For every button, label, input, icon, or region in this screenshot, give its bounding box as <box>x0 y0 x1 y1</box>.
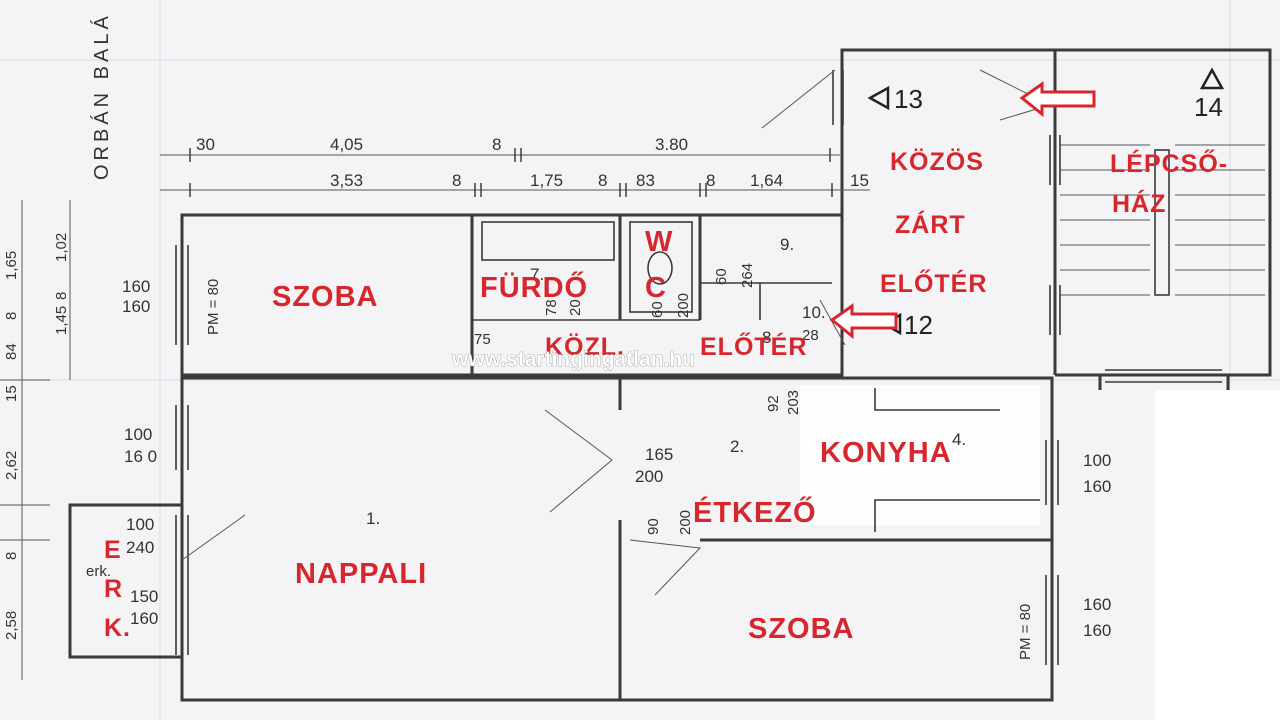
door-1a: 165 <box>645 445 673 464</box>
erk-small: erk. <box>86 563 111 580</box>
win-3b: 240 <box>126 538 154 557</box>
room-label-etkezo: ÉTKEZŐ <box>693 495 817 529</box>
marker-14-triangle <box>1199 67 1225 90</box>
room-label-kozos-eloter: ELŐTÉR <box>880 269 987 298</box>
room-label-erkely-e: E <box>104 536 122 564</box>
dim-top-380: 3.80 <box>655 135 688 154</box>
room-label-erkely-r: R <box>104 575 123 603</box>
door-3b: 203 <box>785 390 802 415</box>
dim-r2-164: 1,64 <box>750 171 783 190</box>
kitchen-fill <box>800 385 1040 525</box>
win-3a: 100 <box>126 515 154 534</box>
win-2a: 100 <box>124 425 152 444</box>
door-2b: 200 <box>677 510 694 535</box>
room-label-furdo-suffix: C <box>645 272 667 304</box>
room-label-nappali: NAPPALI <box>295 558 427 590</box>
room-label-zart: ZÁRT <box>895 210 966 239</box>
win-1b: 160 <box>122 297 150 316</box>
room-num-9: 9. <box>780 235 794 254</box>
win-6a: 160 <box>1083 595 1111 614</box>
dim-left-102: 1,02 <box>53 233 70 262</box>
win-1a: 160 <box>122 277 150 296</box>
dim-28: 28 <box>802 327 819 344</box>
room-label-szoba-top: SZOBA <box>272 281 379 313</box>
room-label-wc: W <box>645 226 673 258</box>
marker-13: 13 <box>894 84 923 114</box>
win-5b: 160 <box>1083 477 1111 496</box>
dim-left-8b: 8 <box>53 292 70 300</box>
door-3a: 92 <box>765 395 782 412</box>
dim-left-165: 1,65 <box>3 251 20 280</box>
dim-78: 78 <box>543 299 560 316</box>
dim-264: 264 <box>739 263 756 288</box>
room-num-4: 4. <box>952 430 966 449</box>
dim-r2-8b: 8 <box>598 171 607 190</box>
dim-left-258: 2,58 <box>3 611 20 640</box>
dim-left-84: 84 <box>3 343 20 360</box>
room-label-konyha: KONYHA <box>820 437 952 469</box>
dim-left-8a: 8 <box>3 312 20 320</box>
door-2a: 90 <box>645 518 662 535</box>
dim-r2-175: 1,75 <box>530 171 563 190</box>
room-num-2: 2. <box>730 437 744 456</box>
marker-12: 12 <box>904 310 933 340</box>
dim-r2-8a: 8 <box>452 171 461 190</box>
arrow-apartment-entrance-icon <box>829 303 898 340</box>
room-num-1: 1. <box>366 509 380 528</box>
room-label-erkely-k: K. <box>104 614 131 642</box>
room-label-lepcso: LÉPCSŐ- <box>1110 149 1228 178</box>
dim-top-405: 4,05 <box>330 135 363 154</box>
pm-label-1: PM = 80 <box>205 279 222 335</box>
dim-75: 75 <box>474 331 491 348</box>
pm-label-2: PM = 80 <box>1017 604 1034 660</box>
scan-patch <box>1155 390 1280 720</box>
dim-60: 60 <box>713 268 730 285</box>
dim-200a: 200 <box>675 293 692 318</box>
street-label: ORBÁN BALÁ <box>90 12 113 180</box>
dim-r2-83: 83 <box>636 171 655 190</box>
door-1b: 200 <box>635 467 663 486</box>
dimension-lines <box>0 148 870 680</box>
dim-r2-8c: 8 <box>706 171 715 190</box>
win-4a: 150 <box>130 587 158 606</box>
room-num-8: 8. <box>762 328 776 347</box>
room-num-7: 7. <box>530 265 544 284</box>
dim-r2-353: 3,53 <box>330 171 363 190</box>
room-label-kozl: KÖZL. <box>545 332 625 361</box>
dim-left-145: 1,45 <box>53 306 70 335</box>
room-label-kozos: KÖZÖS <box>890 147 984 176</box>
win-6b: 160 <box>1083 621 1111 640</box>
dim-r2-15: 15 <box>850 171 869 190</box>
win-4b: 160 <box>130 609 158 628</box>
dim-left-8c: 8 <box>3 552 20 560</box>
walls <box>68 48 1272 702</box>
room-num-10: 10. <box>802 303 826 322</box>
dim-left-262: 2,62 <box>3 451 20 480</box>
marker-13-triangle <box>867 85 890 111</box>
win-5a: 100 <box>1083 451 1111 470</box>
arrow-common-entrance-icon <box>1019 81 1096 118</box>
dim-top-30: 30 <box>196 135 215 154</box>
watermark: www.startingingatlan.hu <box>451 348 695 371</box>
room-label-eloter: ELŐTÉR <box>700 332 807 361</box>
room-label-furdo: FÜRDŐ <box>480 270 588 304</box>
dim-left-15: 15 <box>3 385 20 402</box>
room-label-szoba-bottom: SZOBA <box>748 613 855 645</box>
win-2b: 16 0 <box>124 447 157 466</box>
room-label-haz: HÁZ <box>1112 189 1166 218</box>
dim-top-8: 8 <box>492 135 501 154</box>
marker-14: 14 <box>1194 92 1223 122</box>
dim-60b: 60 <box>649 301 666 318</box>
dim-20: 20 <box>567 299 584 316</box>
